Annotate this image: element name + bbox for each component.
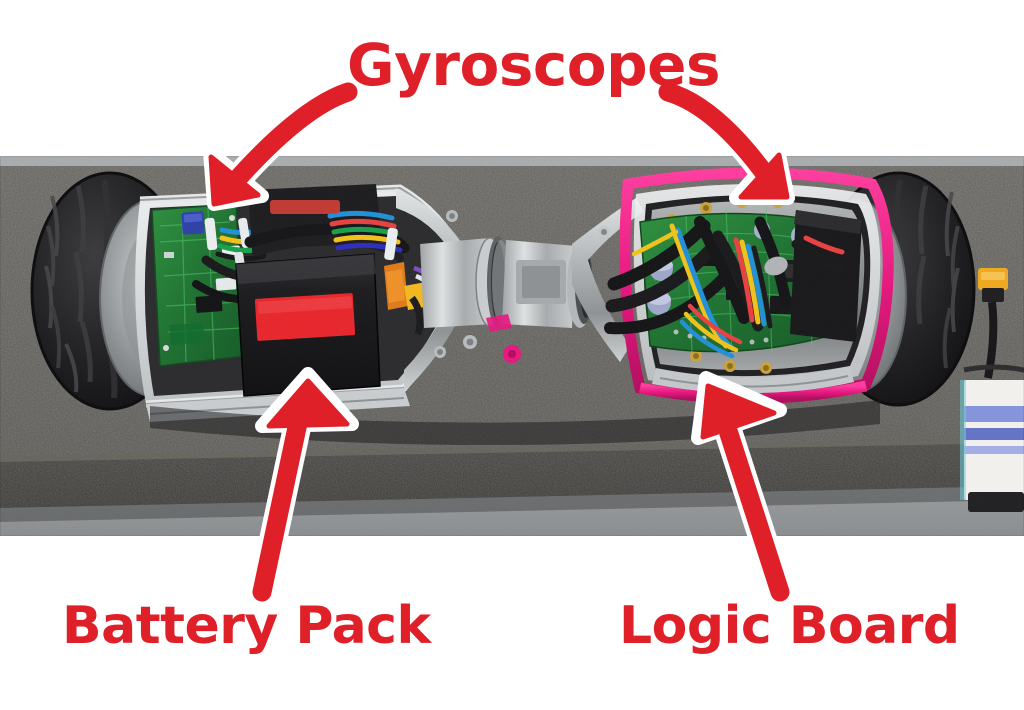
arrow-logic-board — [691, 371, 794, 606]
arrow-gyroscope-left — [203, 78, 362, 211]
label-battery-pack: Battery Pack — [62, 596, 431, 656]
arrow-gyroscope-right — [654, 78, 795, 205]
label-gyroscopes: Gyroscopes — [347, 31, 721, 99]
hoverboard-photo — [0, 156, 1024, 536]
label-logic-board: Logic Board — [619, 596, 960, 656]
arrow-battery-pack — [248, 367, 359, 606]
